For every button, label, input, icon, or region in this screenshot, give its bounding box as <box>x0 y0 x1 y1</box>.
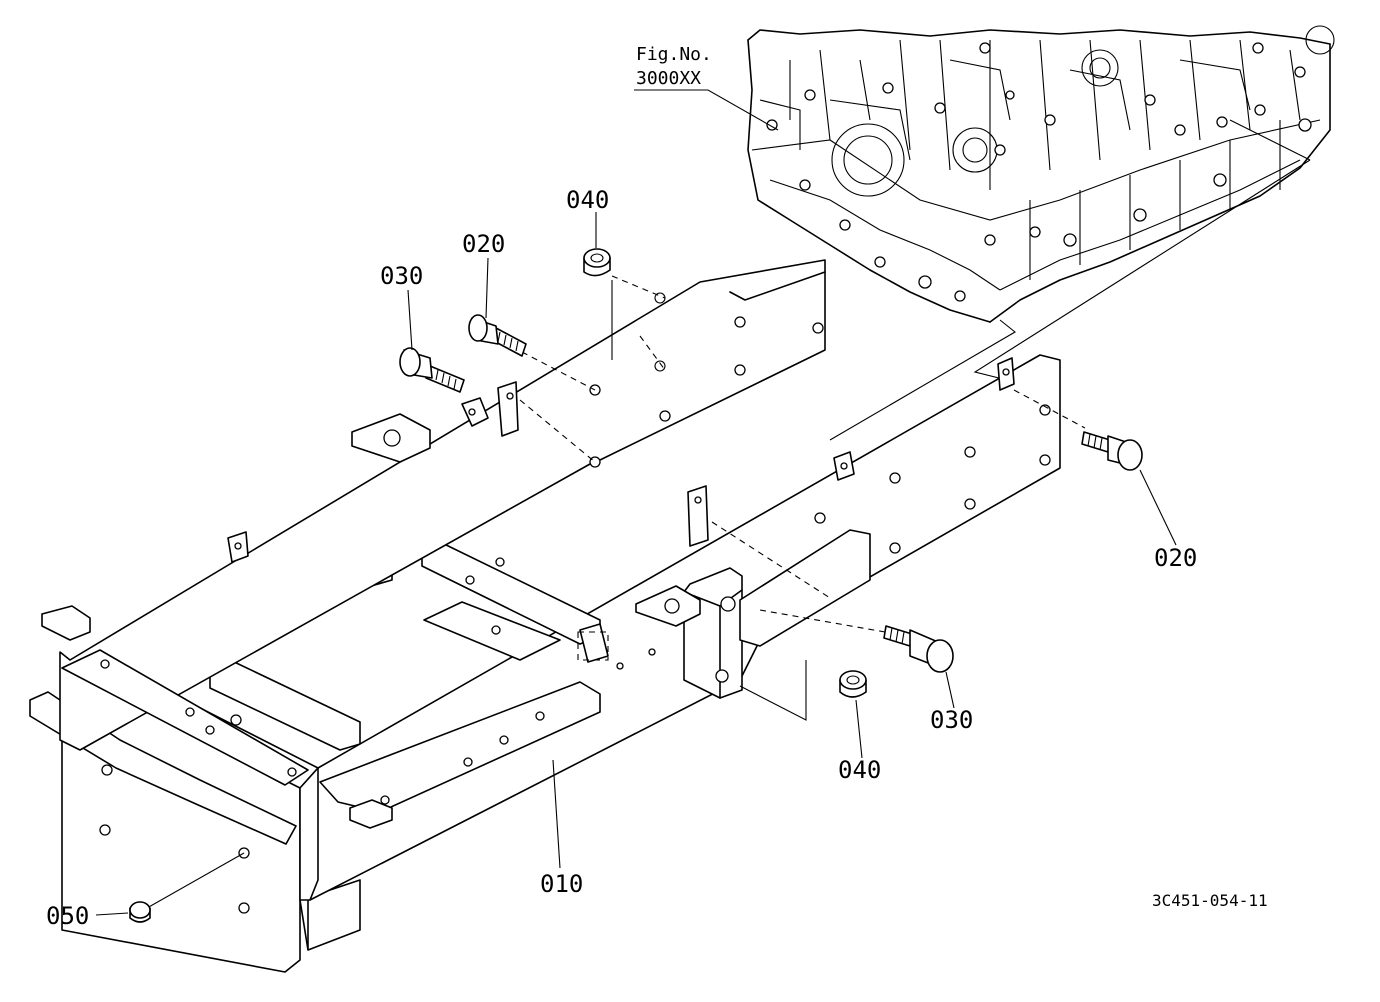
plug-050 <box>129 901 151 923</box>
bolt-030-top <box>399 347 465 393</box>
engine-block <box>747 25 1335 441</box>
bolt-020-right <box>1081 431 1143 471</box>
callout-020-right: 020 <box>1154 544 1197 572</box>
figure-ref-line2: 3000XX <box>636 68 701 89</box>
assembly-lines <box>139 275 1086 913</box>
callout-040-bottom: 040 <box>838 756 881 784</box>
collar-040-bottom <box>839 670 867 698</box>
collar-040-top <box>583 248 611 277</box>
callout-050: 050 <box>46 902 89 930</box>
bolt-030-right <box>883 625 954 673</box>
callout-020-top: 020 <box>462 230 505 258</box>
drawing-number: 3C451-054-11 <box>1152 891 1268 910</box>
callout-030-top: 030 <box>380 262 423 290</box>
callout-030-right: 030 <box>930 706 973 734</box>
callout-010: 010 <box>540 870 583 898</box>
figure-ref-line1: Fig.No. <box>636 44 712 65</box>
bolt-020-top <box>468 314 527 357</box>
callout-040-top: 040 <box>566 186 609 214</box>
main-frame <box>29 259 1061 973</box>
leader-lines <box>95 89 1177 916</box>
